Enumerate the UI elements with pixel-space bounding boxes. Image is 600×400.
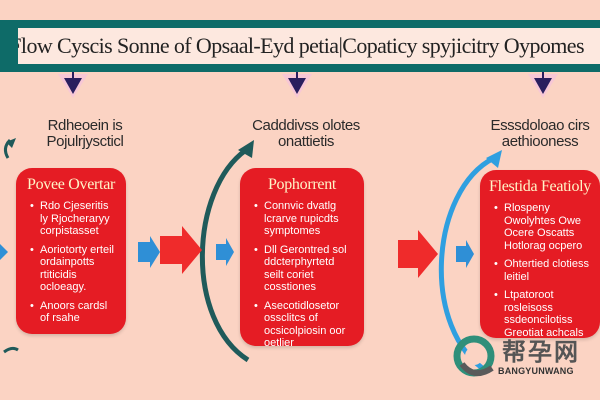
curved-arrow-icon [486, 150, 502, 168]
card-bullet: Asecotidlosetor ossclitcs of ocsicolpios… [254, 300, 354, 350]
watermark-subtext: BANGYUNWANG [498, 366, 574, 376]
card-bullet: Rdo Cjeseritis ly Rjocheraryy corpistass… [30, 200, 116, 238]
stage-card-1: Povee Overtar Rdo Cjeseritis ly Rjochera… [16, 168, 126, 334]
card-title: Pophorrent [267, 176, 337, 193]
arrow-right-icon [216, 238, 234, 266]
card-bullet: Ohtertied clotiess leitiel [494, 258, 590, 283]
column-heading-1: Rdheoein is Pojulrjyscticl [20, 118, 150, 150]
card-body: Rlospeny Owolyhtes Owe Ocere Oscatts Hot… [480, 196, 600, 339]
card-body: Rdo Cjeseritis ly Rjocheraryy corpistass… [16, 194, 126, 325]
card-bullet: Anoors cardsl of rsahe [30, 300, 116, 325]
column-heading-line: Rdheoein is [47, 117, 123, 134]
card-bullet: Dll Gerontred sol ddcterphyrtetd seilt c… [254, 244, 354, 294]
card-body: Connvic dvatlg lcrarve rupicdts symptome… [240, 194, 364, 350]
card-title: Povee Overtar [26, 176, 116, 193]
title-banner: y Flow Cyscis Sonne of Opsaal-Eyd petia|… [0, 20, 600, 72]
title-banner-panel: y Flow Cyscis Sonne of Opsaal-Eyd petia|… [18, 28, 600, 64]
column-heading-2: Cadddivss olotes onattietis [236, 118, 376, 150]
page-title: y Flow Cyscis Sonne of Opsaal-Eyd petia|… [18, 33, 585, 58]
curved-arrow-icon [6, 138, 16, 148]
column-heading-line: Cadddivss olotes [252, 117, 360, 134]
arrow-right-icon [160, 226, 202, 274]
chevron-down-icon [528, 72, 558, 98]
arrow-right-icon [456, 240, 474, 268]
column-heading-line: onattietis [277, 133, 335, 150]
column-heading-line: Esssdoloao cirs [490, 117, 590, 134]
stage-card-2: Pophorrent Connvic dvatlg lcrarve rupicd… [240, 168, 364, 349]
card-bullet: Connvic dvatlg lcrarve rupicdts symptome… [254, 200, 354, 238]
arrow-right-icon [398, 230, 438, 278]
arrow-right-icon [138, 236, 160, 268]
curved-arrow-icon [3, 346, 19, 354]
watermark-logo-icon [453, 335, 495, 377]
curved-arrow-icon [238, 140, 254, 158]
stage-card-3: Flestida Featioly Rlospeny Owolyhtes Owe… [480, 170, 600, 339]
curved-arrow-icon [199, 147, 250, 363]
arrow-right-icon [0, 244, 8, 260]
chevron-down-icon [282, 72, 312, 98]
card-bullet: Rlospeny Owolyhtes Owe Ocere Oscatts Hot… [494, 202, 590, 252]
curved-arrow-icon [438, 155, 496, 375]
chevron-down-icon [58, 72, 88, 98]
column-heading-line: Pojulrjyscticl [46, 133, 124, 150]
card-title: Flestida Featioly [488, 178, 591, 195]
column-heading-3: Esssdoloao cirs aethiooness [480, 118, 600, 150]
watermark-text: 帮孕网 [502, 337, 580, 366]
card-bullet: Ltpatoroot rosleisoss ssdeoncilotiss Gre… [494, 289, 590, 339]
card-bullet: Aoriotorty erteil ordainpotts rtiticidis… [30, 244, 116, 294]
watermark: 帮孕网 BANGYUNWANG [450, 332, 600, 384]
column-heading-line: aethiooness [501, 133, 579, 150]
